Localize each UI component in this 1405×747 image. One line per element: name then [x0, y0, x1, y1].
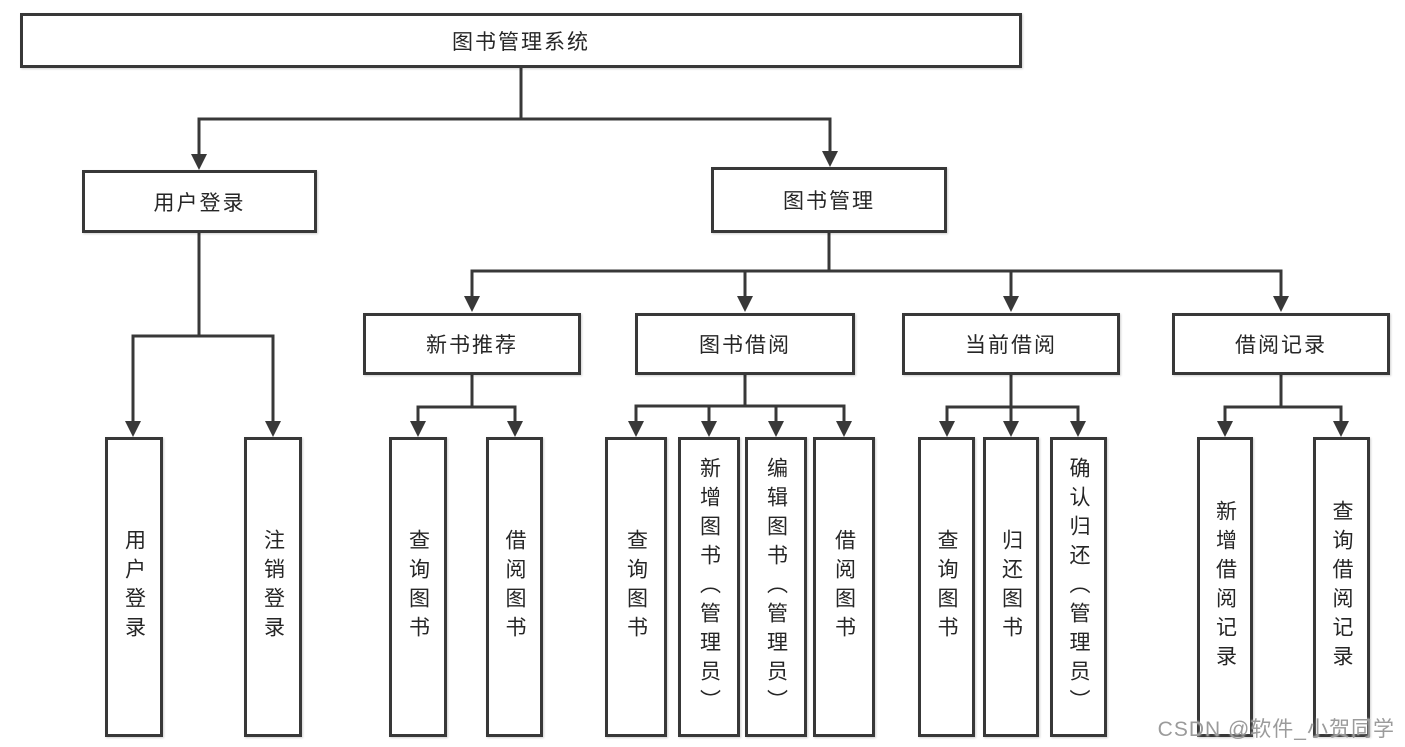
node-user-login-label: 用户登录	[153, 191, 246, 215]
node-borrow-records: 借阅记录	[1172, 313, 1390, 375]
node-book-borrow: 图书借阅	[635, 313, 855, 375]
connector-new-book-children	[416, 374, 517, 423]
node-borrow-books-leaf-label: 借阅图书	[832, 529, 856, 645]
arrowhead	[191, 154, 207, 170]
connector-book-management-children	[470, 232, 1283, 298]
node-edit-book-admin: 编辑图书（管理员）	[745, 437, 807, 737]
node-book-borrow-label: 图书借阅	[699, 334, 791, 357]
node-return-book: 归还图书	[983, 437, 1039, 737]
arrowhead	[507, 421, 523, 437]
node-root-label: 图书管理系统	[452, 30, 590, 54]
node-query-books-current-label: 查询图书	[935, 529, 958, 645]
node-query-books-borrow: 查询图书	[605, 437, 667, 737]
node-logout-leaf: 注销登录	[244, 437, 302, 737]
node-book-management-label: 图书管理	[783, 190, 875, 213]
node-add-borrow-record: 新增借阅记录	[1197, 437, 1253, 737]
node-current-borrow-label: 当前借阅	[965, 334, 1057, 357]
node-borrow-books-recommend: 借阅图书	[486, 437, 543, 737]
node-root: 图书管理系统	[20, 13, 1022, 68]
arrowhead	[265, 421, 281, 437]
node-user-login: 用户登录	[82, 170, 317, 233]
connector-borrow-record-children	[1223, 374, 1343, 423]
arrowhead	[125, 421, 141, 437]
node-query-books-current: 查询图书	[918, 437, 975, 737]
arrowhead	[1333, 421, 1349, 437]
arrowhead	[822, 151, 838, 167]
connector-current-borrow-children	[945, 374, 1080, 423]
node-borrow-books-leaf: 借阅图书	[813, 437, 875, 737]
node-confirm-return-admin: 确认归还（管理员）	[1050, 437, 1107, 737]
node-query-books-recommend-label: 查询图书	[406, 529, 430, 645]
node-logout-leaf-label: 注销登录	[261, 529, 285, 645]
arrowhead	[1217, 421, 1233, 437]
node-query-books-borrow-label: 查询图书	[624, 529, 648, 645]
node-edit-book-admin-label: 编辑图书（管理员）	[764, 456, 788, 718]
arrowhead	[410, 421, 426, 437]
node-query-books-recommend: 查询图书	[389, 437, 447, 737]
arrowhead	[1003, 421, 1019, 437]
arrowhead	[628, 421, 644, 437]
node-confirm-return-admin-label: 确认归还（管理员）	[1067, 456, 1090, 718]
node-new-book-recommend: 新书推荐	[363, 313, 581, 375]
arrowhead	[939, 421, 955, 437]
arrowhead	[1273, 296, 1289, 312]
connector-user-login-children	[131, 232, 275, 423]
node-borrow-books-recommend-label: 借阅图书	[503, 529, 526, 645]
node-book-management: 图书管理	[711, 167, 947, 233]
arrowhead	[464, 296, 480, 312]
arrowhead	[768, 421, 784, 437]
connector-book-borrow-children	[634, 374, 846, 423]
node-add-book-admin-label: 新增图书（管理员）	[697, 456, 721, 718]
node-add-borrow-record-label: 新增借阅记录	[1213, 500, 1237, 674]
node-user-login-leaf-label: 用户登录	[122, 529, 146, 645]
arrowhead	[1003, 296, 1019, 312]
connector-root-to-level2	[197, 67, 832, 156]
node-borrow-records-label: 借阅记录	[1235, 334, 1327, 357]
node-add-book-admin: 新增图书（管理员）	[678, 437, 740, 737]
arrowhead	[836, 421, 852, 437]
arrowhead	[737, 296, 753, 312]
node-query-borrow-record: 查询借阅记录	[1313, 437, 1370, 737]
arrowhead	[701, 421, 717, 437]
csdn-watermark: CSDN @软件_小贺同学	[1157, 718, 1395, 741]
node-user-login-leaf: 用户登录	[105, 437, 163, 737]
node-new-book-recommend-label: 新书推荐	[426, 334, 518, 357]
node-return-book-label: 归还图书	[999, 529, 1023, 645]
arrowhead	[1070, 421, 1086, 437]
node-query-borrow-record-label: 查询借阅记录	[1330, 500, 1353, 674]
node-current-borrow: 当前借阅	[902, 313, 1120, 375]
